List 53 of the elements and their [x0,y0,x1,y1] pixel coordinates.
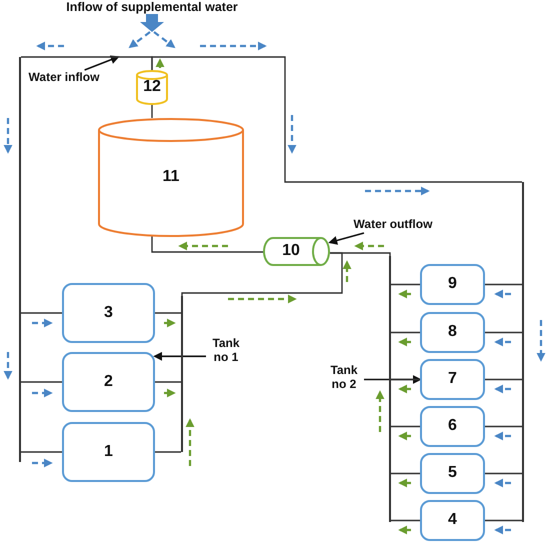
tank-number: 3 [104,304,113,322]
pipe-line [151,236,264,253]
pipe-line [391,472,420,474]
tank-number: 7 [448,370,457,389]
tank-number: 2 [104,372,113,392]
pipe-line [155,312,181,314]
pipe-line [485,332,522,334]
pipe-line [155,381,181,383]
callout-text: Tank no 2 [329,364,359,392]
pipe-line [485,520,522,522]
tank-number: 4 [448,511,457,530]
callout-text: Water inflow [28,71,100,85]
tank-number: 10 [282,242,300,261]
tank-box [420,312,485,353]
tank-box [420,453,485,494]
pipe-line [391,378,420,380]
tank-number: 11 [162,168,180,186]
pipe-line [155,451,181,453]
leader-arrow [84,55,120,71]
heading-label: Inflow of supplemental water [65,0,239,14]
tank-number: 9 [448,275,457,294]
tank-number: 5 [448,464,457,483]
pipe-line [485,426,522,428]
tank-box [62,283,155,343]
tank-box [420,359,485,400]
pipe-line [151,56,522,183]
tank-number: 8 [448,323,457,342]
pipe-line [485,472,522,474]
pipe-line [181,252,343,296]
pipe-line [485,284,522,286]
pipe-line [21,381,62,383]
tank-number: 1 [104,442,113,462]
pipe-line [391,284,420,286]
tank-box [62,352,155,412]
pipe-line [330,252,391,256]
tank-box [62,422,155,482]
pipe-line [391,520,420,522]
tank-box [420,500,485,541]
leader-arrow [364,375,422,384]
tank-number: 6 [448,417,457,436]
callout-text: Water outflow [354,218,432,232]
pipe-line [391,426,420,428]
tank-number: 12 [143,78,161,96]
pipe-line [21,312,62,314]
pipe-line [391,332,420,334]
tank-box [420,406,485,447]
leader-arrow [328,232,364,245]
leader-arrow [153,352,206,361]
callout-text: Tank no 1 [211,337,241,365]
pipe-line [151,104,153,118]
tank-box [420,264,485,305]
pipe-line [21,451,62,453]
pipe-line [485,378,522,380]
